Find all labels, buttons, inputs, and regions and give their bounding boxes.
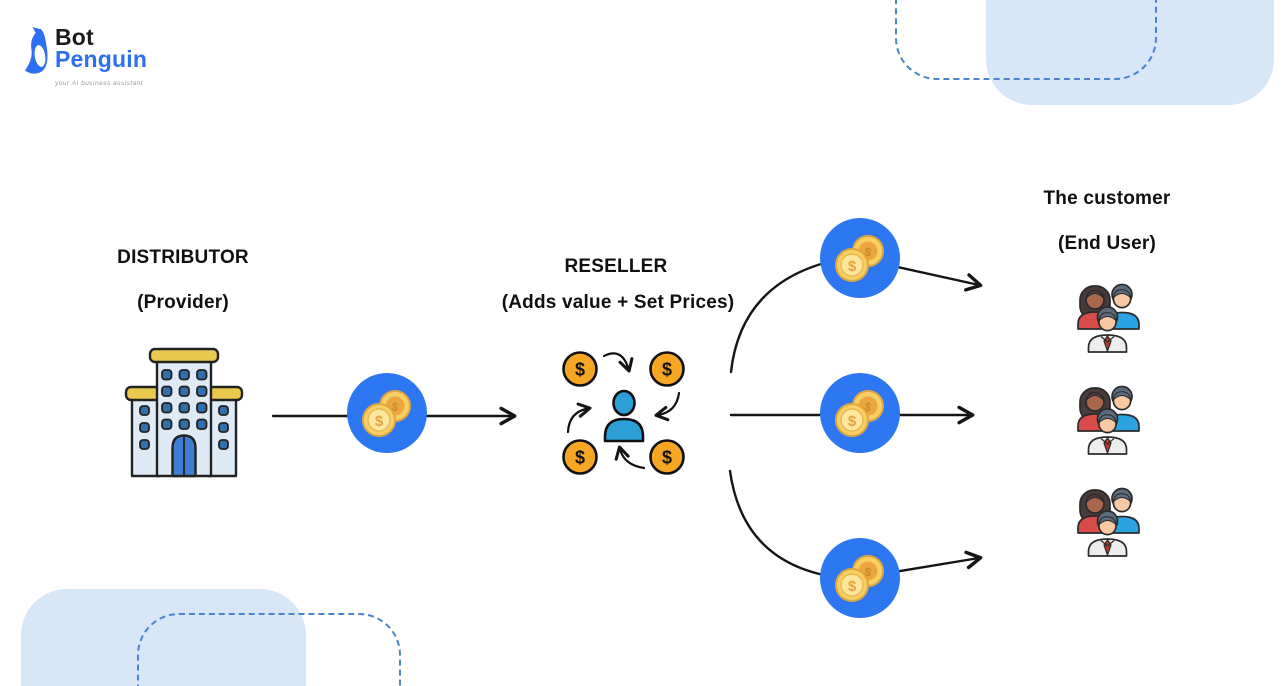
reseller-subtitle: (Adds value + Set Prices) (501, 292, 735, 313)
money-node-bottom (820, 538, 900, 618)
money-exchange-icon: $ $ $ $ (562, 351, 685, 475)
cycle-arrows (566, 352, 681, 470)
svg-text:$: $ (575, 448, 585, 468)
svg-text:$: $ (662, 448, 672, 468)
logo-text-penguin: Penguin (55, 46, 148, 72)
money-node-top (820, 218, 900, 298)
penguin-icon (25, 27, 48, 74)
reseller-title: RESELLER (564, 256, 668, 277)
people-group-icon-2 (1077, 385, 1140, 455)
botpenguin-logo: Bot Penguin your AI business assistant (20, 25, 147, 95)
svg-text:$: $ (575, 360, 585, 380)
svg-text:$: $ (662, 360, 672, 380)
customer-title: The customer (1043, 188, 1171, 209)
building-icon (124, 347, 244, 478)
decoration-top-right-dashed (895, 0, 1157, 80)
money-node-left (347, 373, 427, 453)
logo-tagline: your AI business assistant (55, 80, 144, 87)
distributor-subtitle: (Provider) (137, 292, 229, 313)
dollar-coin-icons (562, 351, 685, 475)
money-node-middle (820, 373, 900, 453)
person-icon (603, 389, 645, 443)
decoration-bottom-left-dashed (137, 613, 401, 686)
customer-subtitle: (End User) (1057, 233, 1157, 254)
distributor-title: DISTRIBUTOR (117, 247, 249, 268)
logo-text-bot: Bot (55, 24, 94, 50)
people-group-icon-3 (1077, 487, 1140, 557)
people-group-icon-1 (1077, 283, 1140, 353)
